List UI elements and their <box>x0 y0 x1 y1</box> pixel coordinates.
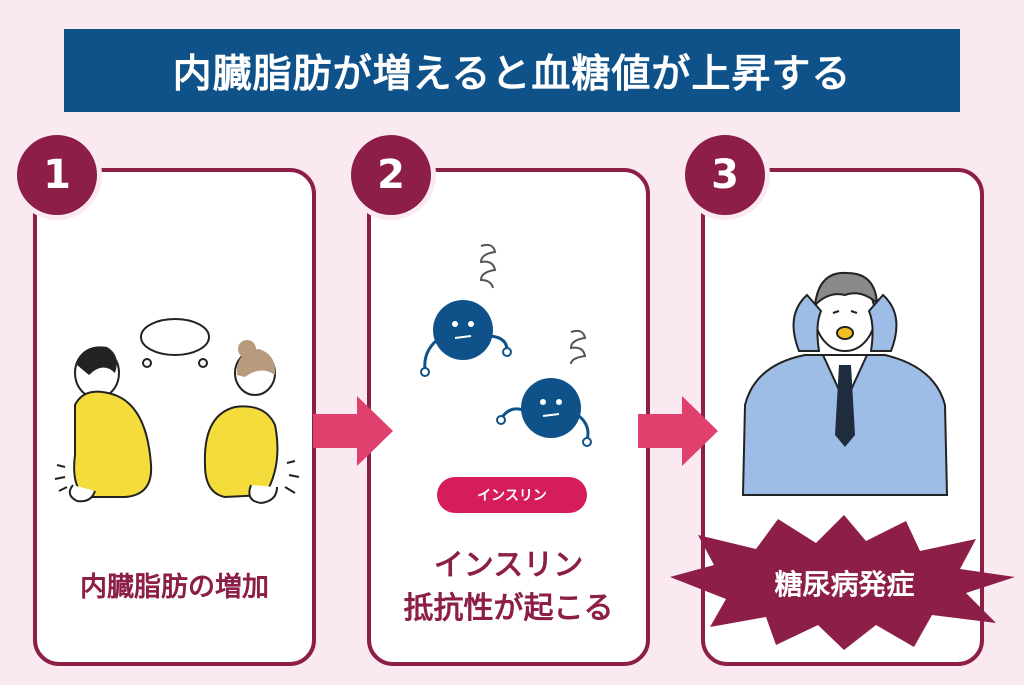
couple-illustration <box>54 318 300 505</box>
step-2-panel <box>367 168 650 666</box>
step-1-number-badge: 1 <box>12 130 102 220</box>
page-title: 内臓脂肪が増えると血糖値が上昇する <box>172 51 852 97</box>
step-1-caption: 内臓脂肪の増加 <box>80 572 269 603</box>
arrow-right-icon <box>638 396 718 466</box>
step-3-number-badge: 3 <box>680 130 770 220</box>
distressed-man-illustration <box>741 271 949 496</box>
step-3-caption: 糖尿病発症 <box>774 568 915 601</box>
insulin-characters-illustration <box>420 243 592 447</box>
insulin-label-pill: インスリン <box>437 477 587 513</box>
step-2-caption-line-2: 抵抗性が起こる <box>403 591 614 626</box>
starburst-shape <box>670 515 1015 650</box>
arrow-right-icon <box>313 396 393 466</box>
step-2-caption-line-1: インスリン <box>433 548 584 583</box>
title-banner: 内臓脂肪が増えると血糖値が上昇する <box>64 29 960 112</box>
step-2-number-badge: 2 <box>346 130 436 220</box>
